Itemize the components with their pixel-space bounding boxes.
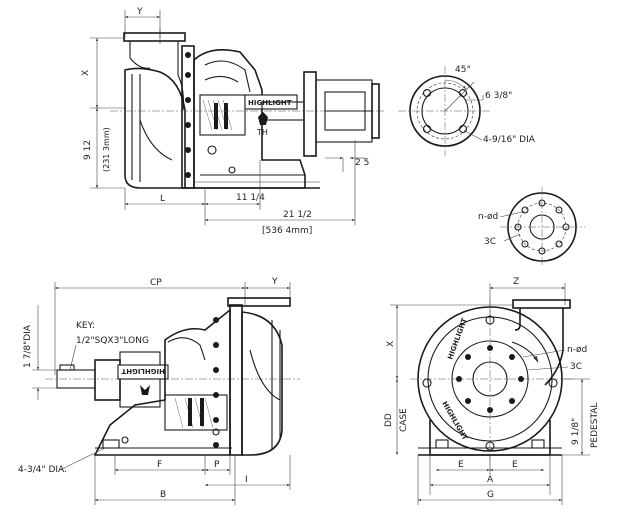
dim-e-right-label: E bbox=[512, 460, 518, 470]
top-side-view: Y X 9 12 (231 3mm) bbox=[81, 7, 385, 236]
front-bolt-circle-label: 3C bbox=[570, 362, 582, 372]
dim-y-label-bottom: Y bbox=[271, 277, 278, 287]
dim-2-5-label: 2 5 bbox=[355, 158, 369, 168]
bolt-hole bbox=[422, 88, 432, 98]
outlet-bolt-circle-label: 3C bbox=[484, 237, 496, 247]
brand-logo-top: TH bbox=[256, 128, 268, 137]
dim-cp-label: CP bbox=[150, 278, 162, 288]
pedestal-height-label: 9 1/8" bbox=[571, 418, 581, 445]
dim-a-label: A bbox=[487, 475, 494, 485]
dim-536-mm-label: [536 4mm] bbox=[262, 226, 312, 236]
pump-casing bbox=[124, 67, 186, 189]
key-label: KEY: bbox=[76, 321, 95, 331]
holes-label: 4-9/16" DIA bbox=[483, 135, 536, 145]
nameplate-bottom bbox=[117, 364, 169, 380]
dim-height-label: 9 12 bbox=[83, 140, 93, 160]
brand-label-top: HIGHLIGHT bbox=[248, 99, 292, 107]
outlet-holes-label: n-ød bbox=[478, 212, 498, 222]
dim-p-label: P bbox=[214, 460, 220, 470]
motor-adapter-flange bbox=[303, 71, 317, 157]
front-view: Z X DD CASE bbox=[384, 277, 600, 505]
shaft-dia-label: 1 7/8"DIA bbox=[23, 324, 33, 368]
front-dim-x-label: X bbox=[386, 341, 396, 347]
front-discharge-flange bbox=[512, 299, 571, 309]
dim-z-label: Z bbox=[513, 277, 519, 287]
bearing-pedestal bbox=[193, 49, 306, 189]
bolt-hole bbox=[422, 124, 432, 134]
outlet-flange-view: n-ød 3C bbox=[478, 187, 585, 267]
dim-g-label: G bbox=[487, 490, 494, 500]
bolt-circle-label: 6 3/8" bbox=[485, 91, 512, 101]
pedestal-label: PEDESTAL bbox=[590, 403, 600, 448]
pump-casing-bottom bbox=[241, 311, 283, 456]
key-size-label: 1/2"SQX3"LONG bbox=[76, 336, 149, 346]
dim-l-label: L bbox=[160, 194, 165, 204]
dim-f-label: F bbox=[157, 460, 162, 470]
bottom-side-view: CP Y 1 7/8"DIA KEY: 1/2"SQX3"LONG HIGHLI… bbox=[18, 277, 300, 505]
front-rim-brand-top: HIGHLIGHT bbox=[446, 317, 468, 361]
discharge-flange bbox=[123, 32, 186, 42]
dim-i-label: I bbox=[245, 475, 248, 485]
base-holes-label: 4-3/4" DIA. bbox=[18, 465, 67, 475]
dim-21-1-2-label: 21 1/2 bbox=[283, 210, 312, 220]
dim-height-mm-label: (231 3mm) bbox=[102, 127, 111, 172]
dim-11-1-4-label: 11 1/4 bbox=[236, 193, 265, 203]
front-holes-label: n-ød bbox=[567, 345, 587, 355]
dim-y-label: Y bbox=[136, 7, 143, 17]
dim-case-label: CASE bbox=[399, 408, 409, 432]
dim-x-label: X bbox=[81, 70, 91, 76]
dim-e-left-label: E bbox=[458, 460, 464, 470]
bolt-hole bbox=[458, 124, 468, 134]
bearing-pedestal-bottom bbox=[93, 308, 231, 456]
angle-label: 45° bbox=[455, 65, 471, 75]
bolt-hole bbox=[458, 88, 468, 98]
dim-b-label: B bbox=[160, 490, 166, 500]
inlet-flange-view: 45° 6 3/8" 4-9/16" DIA bbox=[398, 65, 536, 156]
dim-dd-label: DD bbox=[384, 413, 394, 427]
brand-label-bottom: HIGHLIGHT bbox=[121, 367, 165, 375]
discharge-flange-bottom bbox=[227, 297, 291, 307]
